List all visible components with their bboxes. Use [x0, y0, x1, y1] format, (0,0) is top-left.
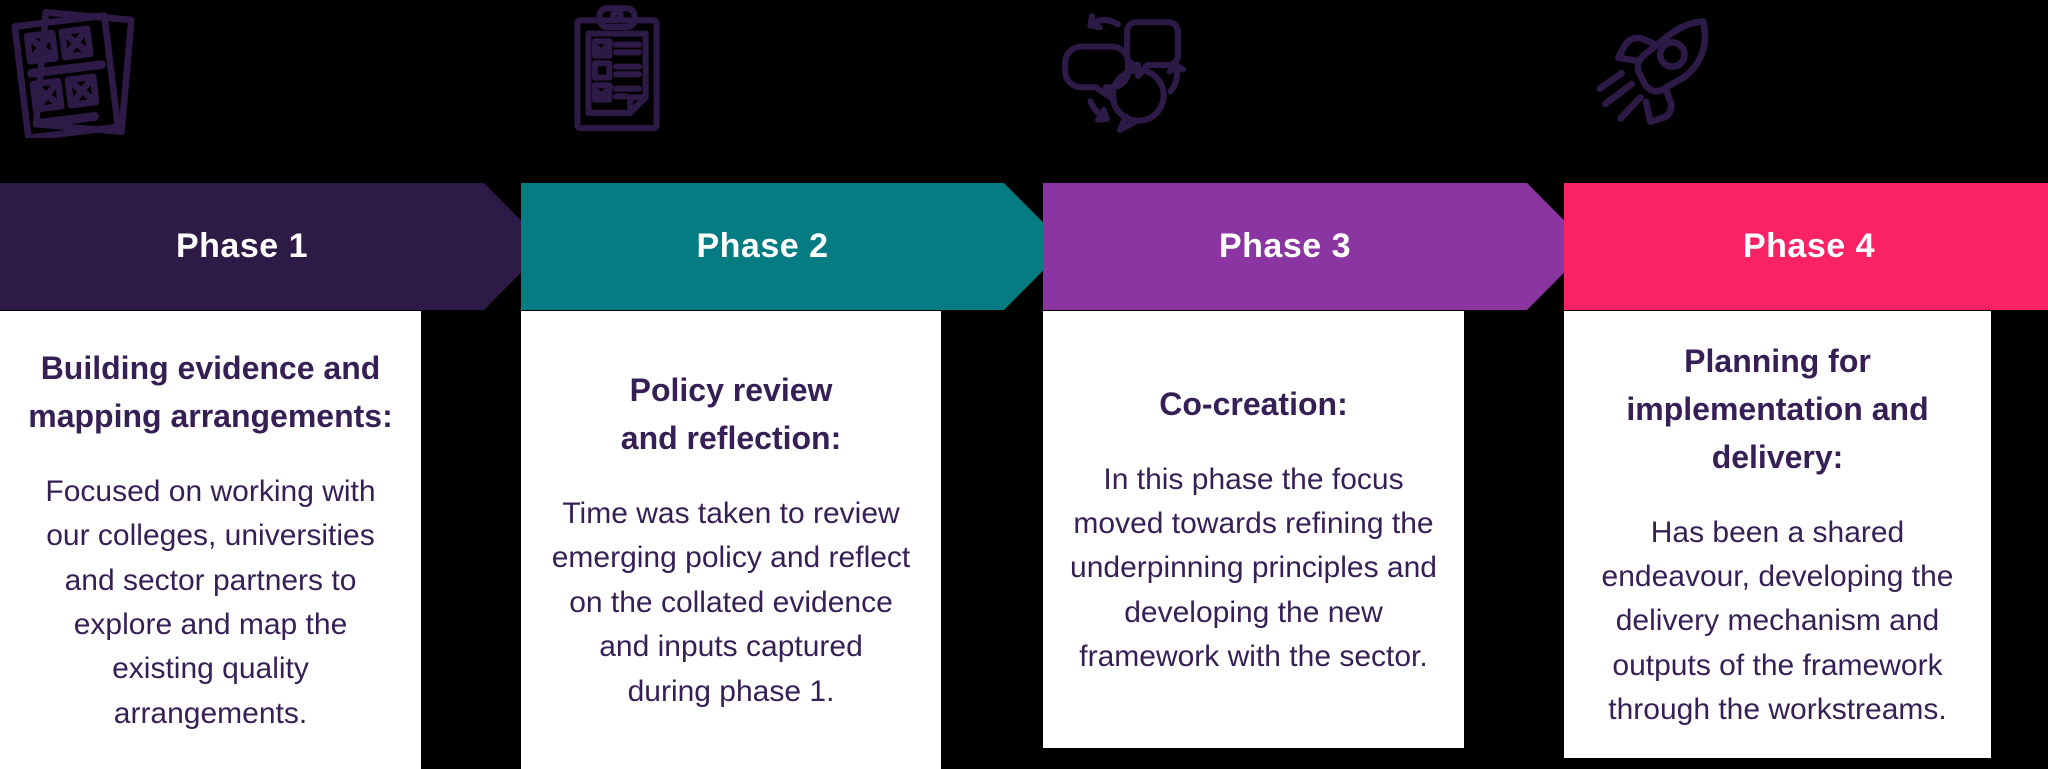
phase-3-card: Co-creation: In this phase the focus mov…	[1043, 311, 1464, 748]
phase-4-banner: Phase 4	[1564, 183, 2048, 310]
phase-2-banner-label: Phase 2	[696, 227, 829, 265]
phase-3-banner: Phase 3	[1043, 183, 1590, 310]
phase-3-heading: Co-creation:	[1159, 385, 1348, 422]
phase-1-banner: Phase 1	[0, 183, 547, 310]
phase-4-column: Phase 4 Planning for implementation and …	[1564, 0, 1991, 769]
phase-1-column: Phase 1 Building evidence and mapping ar…	[0, 0, 421, 769]
phase-2-banner: Phase 2	[521, 183, 1067, 310]
phase-2-column: Phase 2 Policy review and reflection: Ti…	[521, 0, 941, 769]
phase-4-heading: Planning for implementation and delivery…	[1626, 342, 1929, 475]
clipboard-checklist-icon	[551, 4, 683, 138]
phase-4-description: Has been a shared endeavour, developing …	[1601, 515, 1954, 727]
phase-2-heading: Policy review and reflection:	[620, 372, 842, 457]
phase-1-card: Building evidence and mapping arrangemen…	[0, 311, 421, 769]
phase-2-card: Policy review and reflection: Time was t…	[521, 311, 941, 769]
phase-4-banner-label: Phase 4	[1742, 227, 1876, 265]
phase-3-banner-label: Phase 3	[1218, 227, 1352, 265]
phase-1-heading: Building evidence and mapping arrangemen…	[28, 349, 393, 434]
speech-bubbles-cycle-icon	[1057, 4, 1189, 138]
rocket-icon	[1592, 4, 1724, 138]
phase-1-banner-label: Phase 1	[175, 227, 309, 265]
phase-1-description: Focused on working with our colleges, un…	[45, 474, 376, 730]
survey-forms-icon	[10, 4, 142, 142]
phase-3-description: In this phase the focus moved towards re…	[1070, 462, 1437, 674]
phase-2-description: Time was taken to review emerging policy…	[551, 497, 911, 708]
phase-4-card: Planning for implementation and delivery…	[1564, 311, 1991, 758]
phase-3-column: Phase 3 Co-creation: In this phase the f…	[1043, 0, 1464, 769]
